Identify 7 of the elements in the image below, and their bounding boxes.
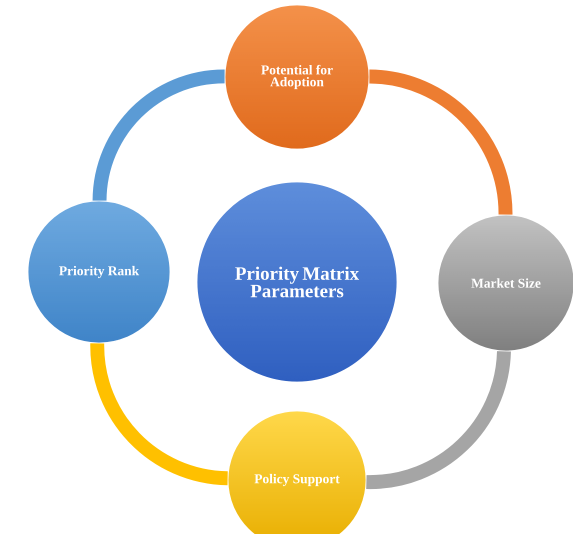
circle-node: Priority Matrix Parameters bbox=[196, 182, 398, 382]
ring-arc bbox=[366, 350, 511, 489]
circle-node: Potential for Adoption bbox=[224, 4, 370, 150]
ring-arc bbox=[90, 343, 228, 486]
circle-node: Priority Rank bbox=[28, 200, 170, 344]
ring-arc bbox=[92, 69, 226, 202]
ring-arc bbox=[368, 70, 512, 216]
